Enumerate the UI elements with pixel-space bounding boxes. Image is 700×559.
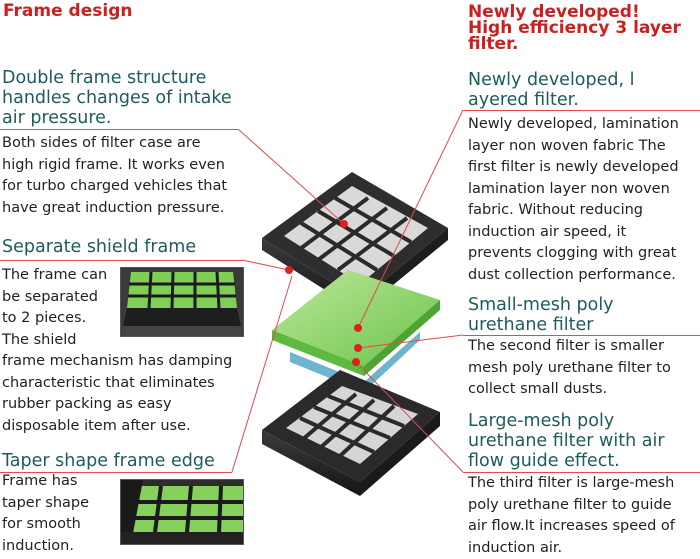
bottom-frame: [262, 370, 440, 496]
